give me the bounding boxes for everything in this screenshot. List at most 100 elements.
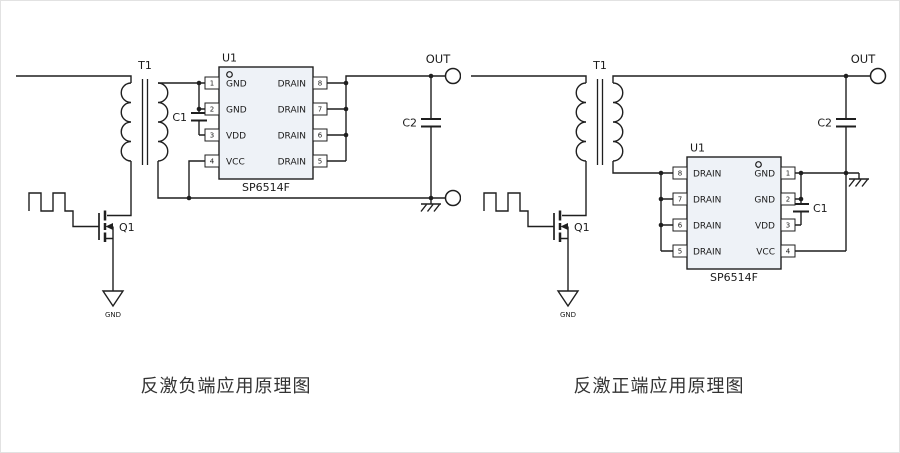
pin-number: 1 bbox=[786, 170, 790, 178]
pin-name: DRAIN bbox=[693, 170, 721, 180]
right-wires bbox=[471, 75, 871, 252]
c2-label: C2 bbox=[817, 117, 832, 130]
pin1-indicator bbox=[226, 71, 233, 78]
mosfet-label: Q1 bbox=[574, 221, 590, 234]
body-source-wire bbox=[560, 226, 569, 291]
pin-number: 5 bbox=[678, 248, 682, 256]
out-return-terminal bbox=[444, 189, 461, 207]
pin-name: DRAIN bbox=[278, 80, 306, 90]
junction-dot bbox=[428, 195, 434, 201]
ic-part-label: SP6514F bbox=[242, 181, 290, 194]
pin-box bbox=[780, 244, 796, 258]
pin-number: 2 bbox=[786, 196, 790, 204]
output-rail bbox=[612, 75, 871, 83]
gnd-tie-wire bbox=[198, 83, 205, 110]
right-circuit-caption: 反激正端应用原理图 bbox=[573, 376, 745, 397]
mosfet-drain-wire bbox=[107, 161, 132, 217]
ic-u1: U1 SP6514F 8 7 6 5 DRAIN DRAIN DRAIN DRA… bbox=[672, 142, 796, 284]
pin-number: 4 bbox=[210, 158, 215, 166]
pin1-indicator bbox=[755, 161, 762, 168]
pin-number: 4 bbox=[786, 248, 791, 256]
body-arrow bbox=[105, 223, 113, 230]
pin-number: 2 bbox=[210, 106, 214, 114]
capacitor-c2: C2 bbox=[402, 76, 441, 198]
pin-number: 3 bbox=[210, 132, 214, 140]
secondary-bottom-wire bbox=[612, 161, 673, 174]
ic-part-label: SP6514F bbox=[710, 271, 758, 284]
pin-name: GND bbox=[226, 80, 247, 90]
pin-box bbox=[312, 76, 328, 90]
capacitor-c2: C2 bbox=[817, 76, 856, 251]
mosfet-label: Q1 bbox=[119, 221, 135, 234]
signal-ground: GND bbox=[101, 290, 125, 319]
output-terminals: OUT bbox=[426, 52, 461, 207]
pin-name: VCC bbox=[756, 248, 775, 258]
transformer-t1: T1 bbox=[575, 59, 624, 165]
junction-dot bbox=[343, 80, 349, 86]
pin-box bbox=[780, 218, 796, 232]
capacitor-c1: C1 bbox=[172, 109, 207, 136]
pin-box bbox=[672, 218, 688, 232]
junction-dot bbox=[843, 73, 849, 79]
junction-dot bbox=[843, 170, 849, 176]
pin-number: 8 bbox=[678, 170, 682, 178]
ground-triangle-icon bbox=[101, 290, 125, 308]
mosfet-drain-wire bbox=[562, 161, 587, 217]
drain-bus bbox=[660, 173, 673, 252]
junction-dot bbox=[186, 195, 192, 201]
transformer-core bbox=[141, 79, 149, 165]
pin-number: 7 bbox=[678, 196, 682, 204]
pulse-waveform bbox=[483, 192, 554, 228]
pin-name: DRAIN bbox=[693, 196, 721, 206]
ic-body bbox=[686, 156, 782, 270]
pin-box bbox=[204, 102, 220, 116]
secondary-winding bbox=[612, 82, 624, 162]
junction-dot bbox=[658, 222, 664, 228]
pin-box bbox=[672, 244, 688, 258]
left-circuit-diagram: T1 Q1 GND C1 C2 bbox=[16, 52, 461, 319]
pin-number: 1 bbox=[210, 80, 214, 88]
ground-label: GND bbox=[105, 311, 121, 319]
junction-dot bbox=[798, 170, 804, 176]
out-label: OUT bbox=[426, 52, 451, 66]
vcc-wire bbox=[188, 160, 205, 198]
c2-plates bbox=[836, 118, 856, 128]
junction-dot bbox=[343, 132, 349, 138]
transformer-core bbox=[596, 79, 604, 165]
c1-label: C1 bbox=[813, 202, 828, 215]
out-positive-terminal bbox=[869, 67, 887, 85]
pin-name: GND bbox=[754, 196, 775, 206]
mosfet-q1: Q1 bbox=[98, 210, 135, 291]
pin-name: GND bbox=[754, 170, 775, 180]
earth-hatches bbox=[848, 179, 869, 187]
pin-box bbox=[312, 154, 328, 168]
junction-dot bbox=[343, 106, 349, 112]
pin-number: 8 bbox=[318, 80, 322, 88]
transformer-label: T1 bbox=[592, 59, 607, 72]
out-positive-terminal bbox=[444, 67, 461, 85]
body-source-wire bbox=[105, 226, 114, 291]
pin-name: DRAIN bbox=[278, 132, 306, 142]
ground-label: GND bbox=[560, 311, 576, 319]
output-terminals: OUT bbox=[851, 52, 887, 85]
pin-name: VCC bbox=[226, 158, 245, 168]
pulse-source-icon bbox=[483, 192, 554, 228]
junction-dot bbox=[196, 106, 202, 112]
c1-label: C1 bbox=[172, 111, 187, 124]
left-wires bbox=[16, 75, 446, 217]
return-wire bbox=[157, 161, 446, 199]
pin-name: VDD bbox=[226, 132, 246, 142]
left-circuit-caption: 反激负端应用原理图 bbox=[140, 376, 312, 397]
pin-name: DRAIN bbox=[278, 106, 306, 116]
input-rail bbox=[16, 75, 132, 83]
junction-dots bbox=[658, 73, 849, 228]
capacitor-c1: C1 bbox=[793, 199, 828, 226]
pin-box bbox=[312, 102, 328, 116]
primary-winding bbox=[575, 82, 587, 162]
pin-name: VDD bbox=[755, 222, 775, 232]
c1-plates bbox=[191, 112, 207, 122]
ic-u1: U1 SP6514F 1 2 3 4 GND GND VDD VCC 8 7 6… bbox=[204, 52, 328, 194]
pin-box bbox=[204, 128, 220, 142]
ic-ref-label: U1 bbox=[690, 142, 705, 155]
pin-box bbox=[672, 192, 688, 206]
